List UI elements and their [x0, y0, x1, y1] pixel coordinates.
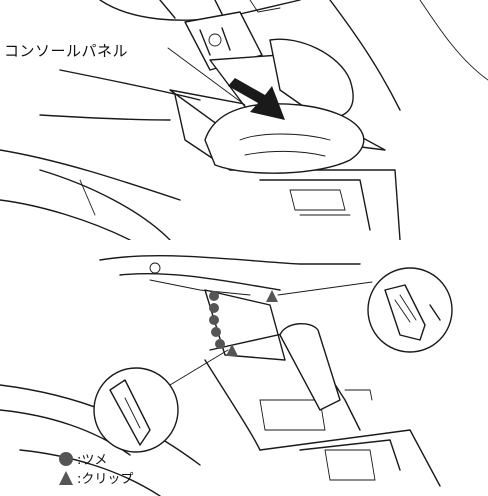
legend-label-clip: :クリップ: [77, 472, 134, 487]
clip-triangle-icon: [59, 470, 73, 485]
console-panel-callout: コンソールパネル: [2, 40, 131, 61]
claw-circle-icon: [59, 451, 73, 466]
top-illustration: コンソールパネル: [0, 0, 488, 240]
console-removal-drawing: [0, 0, 488, 240]
bottom-illustration: [0, 250, 488, 496]
legend-item-claw: :ツメ: [58, 449, 133, 468]
legend-item-clip: :クリップ: [58, 468, 133, 487]
legend: :ツメ :クリップ: [58, 449, 133, 487]
legend-label-claw: :ツメ: [77, 453, 108, 468]
console-clip-drawing: [0, 255, 453, 496]
